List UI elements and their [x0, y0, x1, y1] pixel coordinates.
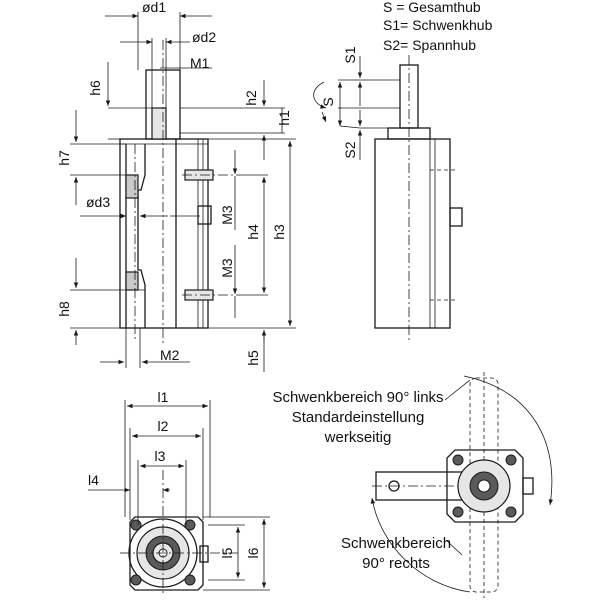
- rotation-arrow-icon: [313, 81, 327, 109]
- swing-left-arc-arrow: [463, 375, 554, 506]
- front-view: ød1 ød2 M1 h6 h2 h1 h7 ød3 M: [56, 0, 296, 372]
- rod-thread: [151, 107, 167, 140]
- label-S2: S2: [342, 141, 358, 158]
- note-left-line1: Schwenkbereich 90° links: [272, 389, 443, 406]
- swing-right-arc-arrow: [370, 497, 471, 593]
- label-M3-lower: M3: [219, 258, 235, 278]
- label-l3: l3: [155, 448, 166, 464]
- bore-d3: [125, 144, 146, 328]
- top-view: l1 l2 l3 l4 l5 l6: [88, 389, 270, 595]
- label-S: S: [320, 97, 336, 106]
- label-h2: h2: [243, 90, 259, 106]
- legend-line-2: S1= Schwenkhub: [383, 17, 493, 33]
- label-M2: M2: [160, 347, 180, 363]
- label-l6: l6: [245, 547, 261, 558]
- label-l4: l4: [88, 472, 99, 488]
- swing-range-view: Schwenkbereich 90° links Standardeinstel…: [272, 372, 554, 598]
- label-l2: l2: [158, 418, 169, 434]
- label-h4: h4: [245, 224, 261, 240]
- legend-line-3: S2= Spannhub: [383, 37, 476, 53]
- label-l1: l1: [158, 389, 169, 405]
- label-h7: h7: [56, 150, 72, 166]
- label-h8: h8: [56, 301, 72, 317]
- label-h3: h3: [271, 224, 287, 240]
- label-od2: ød2: [192, 29, 216, 45]
- note-right-line1: Schwenkbereich: [341, 535, 451, 552]
- label-od3: ød3: [86, 194, 110, 210]
- label-h6: h6: [87, 80, 103, 96]
- label-M1: M1: [190, 55, 210, 71]
- legend-line-1: S = Gesamthub: [383, 0, 481, 15]
- label-h5: h5: [245, 350, 261, 366]
- swing-flange: [446, 449, 524, 523]
- note-right-line2: 90° rechts: [362, 555, 430, 572]
- label-l5: l5: [219, 547, 235, 558]
- note-left-line3: werkseitig: [324, 429, 392, 446]
- note-left-line2: Standardeinstellung: [292, 409, 425, 426]
- side-view: S = Gesamthub S1= Schwenkhub S2= Spannhu…: [313, 0, 493, 340]
- label-h1: h1: [276, 110, 292, 126]
- label-od1: ød1: [142, 0, 166, 15]
- label-M3-upper: M3: [219, 205, 235, 225]
- label-S1: S1: [342, 46, 358, 63]
